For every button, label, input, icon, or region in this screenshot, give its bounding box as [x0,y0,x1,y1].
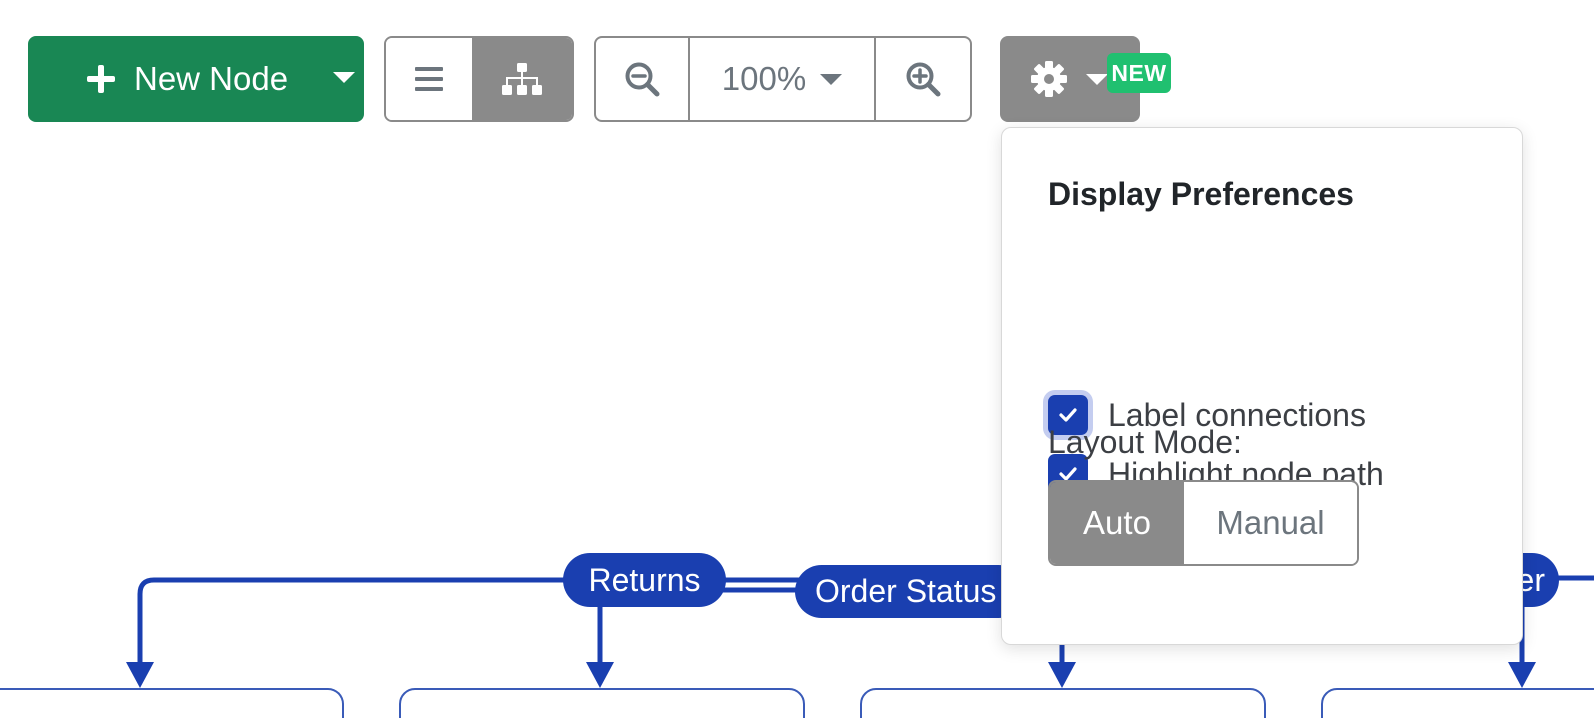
node-card-3[interactable] [860,688,1266,718]
edge-label-order-status[interactable]: Order Status [795,565,1025,618]
caret-down-icon [820,73,843,85]
zoom-in-button[interactable] [876,38,970,120]
arrowhead-3 [1048,662,1076,688]
new-feature-badge: NEW [1107,53,1171,93]
zoom-out-button[interactable] [596,38,690,120]
label-connections-option[interactable]: Label connections [1048,395,1366,435]
edge-label-returns[interactable]: Returns [563,553,726,607]
view-toggle-group [384,36,574,122]
plus-icon [87,65,115,93]
arrowhead-1 [126,662,154,688]
gear-icon [1031,61,1067,97]
new-node-button[interactable]: New Node [28,36,364,122]
tree-view-button[interactable] [472,38,572,120]
edge-returns-left [137,577,580,670]
layout-mode-toggle: Auto Manual [1048,480,1359,566]
zoom-in-icon [906,62,941,97]
layout-mode-label: Layout Mode: [1048,424,1242,460]
panel-title: Display Preferences [1048,176,1354,212]
check-icon [1059,467,1077,481]
zoom-level-value: 100% [721,60,807,97]
new-node-label: New Node [134,60,289,97]
caret-down-icon [1086,74,1108,85]
node-card-1[interactable] [0,688,344,718]
label-connections-label[interactable]: Label connections [1108,396,1366,433]
zoom-out-icon [625,62,660,97]
check-icon [1059,408,1077,422]
arrowhead-2 [586,662,614,688]
list-view-button[interactable] [386,38,472,120]
display-preferences-panel: Display Preferences Label connections Hi… [1001,127,1523,645]
list-icon [415,67,443,91]
zoom-control-group: 100% [594,36,972,122]
node-card-2[interactable] [399,688,805,718]
layout-mode-manual-button[interactable]: Manual [1184,482,1357,564]
sitemap-icon [502,63,542,95]
layout-mode-auto-button[interactable]: Auto [1050,482,1184,564]
arrowhead-4 [1508,662,1536,688]
label-connections-checkbox[interactable] [1048,395,1088,435]
node-card-4[interactable] [1321,688,1594,718]
caret-down-icon[interactable] [333,72,355,83]
zoom-level-dropdown[interactable]: 100% [690,38,876,120]
